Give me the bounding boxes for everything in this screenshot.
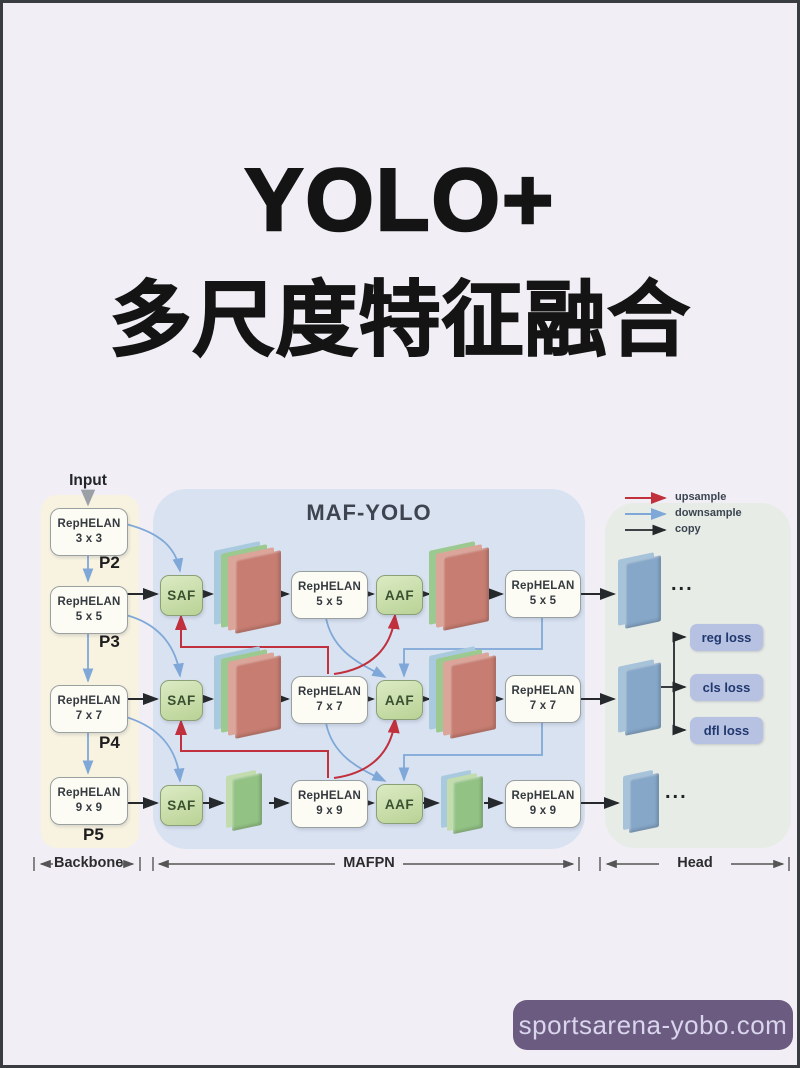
block-name: RepHELAN [298,686,361,699]
block-size: 9 x 9 [529,805,557,817]
ellipsis-bottom: ... [665,781,688,803]
input-label: Input [69,472,107,489]
feature-map-row3-a [226,769,262,832]
block-size: 7 x 7 [75,710,103,722]
block-size: 7 x 7 [316,701,343,713]
section-label-head: Head [677,855,713,871]
slab-layer [453,775,483,835]
block-name: RepHELAN [511,580,575,593]
legend-downsample-label: downsample [675,507,742,519]
head-feature-map-2 [618,659,661,736]
saf-box-row2: SAF [160,680,203,721]
feature-map-row2-b [429,646,496,739]
slab-layer [450,655,496,739]
watermark-text: sportsarena-yobo.com [518,1009,788,1040]
block-name: RepHELAN [298,581,361,594]
block-size: 9 x 9 [316,805,343,817]
legend-upsample-label: upsample [675,491,727,503]
mafpn-row2-rephelan-mid: RepHELAN 7 x 7 [291,676,368,724]
block-size: 5 x 5 [529,595,557,607]
section-label-backbone: Backbone [54,855,124,871]
watermark-badge: sportsarena-yobo.com [513,1000,793,1050]
legend-copy-label: copy [675,523,701,535]
mafpn-row1-rephelan-mid: RepHELAN 5 x 5 [291,571,368,619]
backbone-block-rephelan-3x3: RepHELAN 3 x 3 [50,508,128,556]
block-name: RepHELAN [511,685,575,698]
block-size: 5 x 5 [75,611,103,623]
block-size: 3 x 3 [75,533,103,545]
saf-box-row3: SAF [160,785,203,826]
slab-layer [625,662,661,736]
block-size: 5 x 5 [316,596,343,608]
aaf-box-row3: AAF [376,784,423,824]
level-label-p5: P5 [83,825,104,844]
level-label-p4: P4 [99,733,120,752]
slab-layer [232,772,262,832]
level-label-p2: P2 [99,553,120,572]
slab-layer [629,772,659,834]
backbone-block-rephelan-9x9: RepHELAN 9 x 9 [50,777,128,825]
saf-box-row1: SAF [160,575,203,616]
backbone-block-rephelan-5x5: RepHELAN 5 x 5 [50,586,128,634]
slab-layer [443,547,489,631]
block-size: 7 x 7 [529,700,557,712]
slab-layer [235,550,281,634]
feature-map-row2-a [214,646,281,739]
feature-map-row1-b [429,541,489,631]
mafpn-row3-rephelan-out: RepHELAN 9 x 9 [505,780,581,828]
block-size: 9 x 9 [75,802,103,814]
block-name: RepHELAN [511,790,575,803]
head-feature-map-3 [623,769,659,834]
reg-loss-box: reg loss [690,624,763,651]
slab-layer [235,655,281,739]
aaf-box-row1: AAF [376,575,423,615]
block-name: RepHELAN [298,790,361,803]
mafpn-row1-rephelan-out: RepHELAN 5 x 5 [505,570,581,618]
aaf-box-row2: AAF [376,680,423,720]
level-label-p3: P3 [99,632,120,651]
mafpn-row3-rephelan-mid: RepHELAN 9 x 9 [291,780,368,828]
section-label-mafpn: MAFPN [343,855,395,871]
slab-layer [625,555,661,629]
feature-map-row1-a [214,541,281,634]
title-line1: YOLO+ [243,149,556,251]
cls-loss-box: cls loss [690,674,763,701]
backbone-block-rephelan-7x7: RepHELAN 7 x 7 [50,685,128,733]
mafpn-row2-rephelan-out: RepHELAN 7 x 7 [505,675,581,723]
feature-map-row3-b [441,769,483,835]
head-feature-map-1 [618,552,661,629]
mafpn-title: MAF-YOLO [306,500,432,525]
block-name: RepHELAN [57,787,121,800]
block-name: RepHELAN [57,695,121,708]
dfl-loss-box: dfl loss [690,717,763,744]
block-name: RepHELAN [57,596,121,609]
ellipsis-top: ... [671,573,694,595]
block-name: RepHELAN [57,518,121,531]
title-line2: 多尺度特征融合 [109,274,691,367]
